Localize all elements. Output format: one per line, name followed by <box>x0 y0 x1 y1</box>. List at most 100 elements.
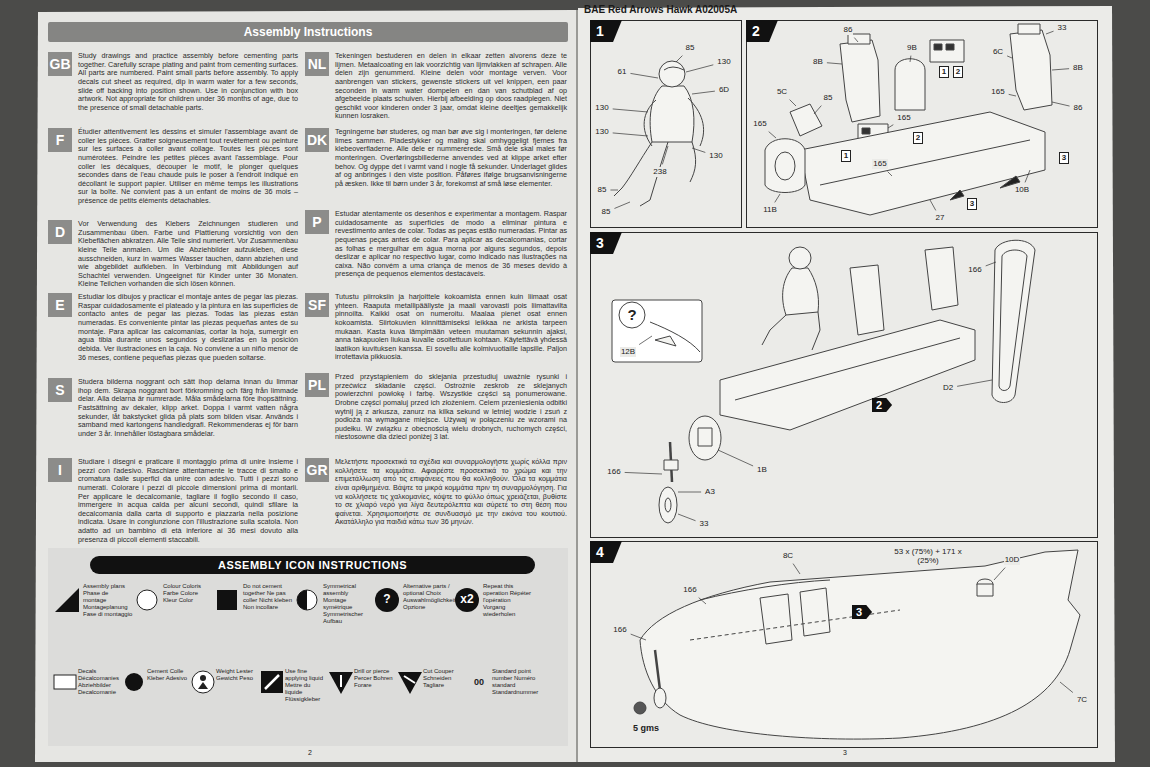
part-number: 85 <box>597 185 608 194</box>
part-number: 166 <box>967 265 982 274</box>
leader-line <box>614 202 630 208</box>
leader-line <box>1046 31 1054 34</box>
language-code: I <box>48 458 72 482</box>
leader-line <box>986 262 996 266</box>
legend-icon <box>292 585 322 615</box>
language-code: PL <box>305 373 329 397</box>
legend-icon <box>52 585 82 615</box>
page-number: 3 <box>842 749 848 757</box>
instruction-paragraph: Estudiar los dibujos y practicar el mont… <box>78 293 298 362</box>
legend-text: Cut Couper Schneiden Tagliare <box>423 668 467 689</box>
part-number: 5C <box>776 87 788 96</box>
legend-text: Symmetrical assembly Montage symétrique … <box>323 583 373 625</box>
instruction-paragraph: Study drawings and practice assembly bef… <box>78 52 298 112</box>
legend-text: Standard point number Numéro standard St… <box>492 668 536 696</box>
part-number: 1B <box>756 465 768 474</box>
part-number: 8B <box>812 57 824 66</box>
language-block: SFTutustu piirroksiin ja harjoittele kok… <box>305 293 567 362</box>
part-number: 238 <box>652 167 667 176</box>
part-number: 86 <box>1073 103 1084 112</box>
instruction-paragraph: Przed przystąpieniem do sklejania przest… <box>335 373 567 442</box>
colour-key-number: 2 <box>953 66 963 77</box>
part-number: 7C <box>1076 695 1088 704</box>
part-number: 12B <box>620 347 636 356</box>
icon-symbol: x2 <box>459 593 474 607</box>
header-band: Assembly Instructions <box>48 22 568 42</box>
legend-icon <box>119 667 149 697</box>
part-number: A3 <box>704 487 716 496</box>
language-block: DVor Verwendung des Klebers Zeichnungen … <box>48 220 298 289</box>
instruction-paragraph: Estudar atentamente os desenhos e experi… <box>335 210 567 279</box>
part-number: 53 x (75%) + 171 x (25%) <box>891 547 965 565</box>
legend-icon <box>50 667 80 697</box>
step-number: 4 <box>590 541 622 563</box>
instruction-paragraph: Μελετήστε προσεκτικά τα σχέδια και συναρ… <box>335 458 567 527</box>
part-number: 27 <box>935 213 946 222</box>
subassembly-tag: 2 <box>872 398 892 413</box>
part-number: 165 <box>990 87 1005 96</box>
language-code: D <box>48 220 72 244</box>
part-number: 33 <box>1057 23 1068 32</box>
part-number: 86 <box>843 25 854 34</box>
part-number: 6C <box>992 47 1004 56</box>
instruction-paragraph: Tegningerne bør studeres, og man bør øve… <box>335 128 567 188</box>
legend-icon <box>132 585 162 615</box>
leader-line <box>814 106 821 114</box>
part-number: 9B <box>906 43 918 52</box>
leader-line <box>854 38 858 42</box>
icon-symbol: ? <box>626 306 637 323</box>
language-block: DKTegningerne bør studeres, og man bør ø… <box>305 128 567 188</box>
legend-text: Cement Colle Kleber Adesivo <box>147 668 191 682</box>
language-block: PEstudar atentamente os desenhos e exper… <box>305 210 567 279</box>
language-block: GBStudy drawings and practice assembly b… <box>48 52 298 112</box>
leader-line <box>630 73 658 78</box>
part-number: 33 <box>699 519 710 528</box>
leader-line <box>775 194 780 202</box>
leader-line <box>625 472 662 474</box>
legend-text: Colour Coloris Farbe Colore Kleur Color <box>163 583 213 604</box>
legend-icon <box>257 667 287 697</box>
leader-line <box>1009 94 1016 96</box>
language-code: DK <box>305 128 329 152</box>
step-panel: 3 <box>590 232 1098 538</box>
leader-line <box>676 56 682 62</box>
language-block: SStudera bilderna noggrant och sätt ihop… <box>48 378 298 438</box>
legend-icon <box>395 667 425 697</box>
instruction-paragraph: Studiare i disegni e praticare il montag… <box>78 458 298 544</box>
leader-line <box>692 148 705 152</box>
language-code: SF <box>305 293 329 317</box>
language-code: E <box>48 293 72 317</box>
leader-line <box>888 172 892 176</box>
leader-line <box>888 125 893 128</box>
part-number: 165 <box>872 159 887 168</box>
part-number: 166 <box>606 467 621 476</box>
part-number: 10B <box>1014 185 1030 194</box>
leader-line <box>610 190 618 191</box>
language-code: S <box>48 378 72 402</box>
leader-line <box>790 100 796 106</box>
leader-line <box>793 564 800 574</box>
leader-line <box>930 200 936 210</box>
subassembly-tag: 3 <box>852 605 872 620</box>
step-panel: 4 <box>590 541 1098 748</box>
step-number: 3 <box>590 232 622 254</box>
leader-line <box>910 56 912 62</box>
legend-text: Assembly plans Phase de montage Montagep… <box>83 583 133 618</box>
part-number: 165 <box>896 113 911 122</box>
leader-line <box>613 133 648 136</box>
leader-line <box>827 63 842 64</box>
leader-line <box>1052 69 1069 70</box>
part-number: 10D <box>1004 555 1021 564</box>
page-title: BAE Red Arrows Hawk A02005A <box>584 4 737 15</box>
leader-line <box>994 568 1005 580</box>
instruction-paragraph: Studera bilderna noggrant och sätt ihop … <box>78 378 298 438</box>
leader-line <box>769 132 776 138</box>
leader-line <box>699 598 706 604</box>
band-text: Assembly Instructions <box>48 22 568 42</box>
language-code: GR <box>305 458 329 482</box>
colour-key-number: 3 <box>967 198 977 209</box>
language-block: PLPrzed przystąpieniem do sklejania prze… <box>305 373 567 442</box>
icon-symbol: ? <box>382 593 391 607</box>
legend-icon <box>326 667 356 697</box>
section-band: ASSEMBLY ICON INSTRUCTIONS <box>90 556 535 574</box>
